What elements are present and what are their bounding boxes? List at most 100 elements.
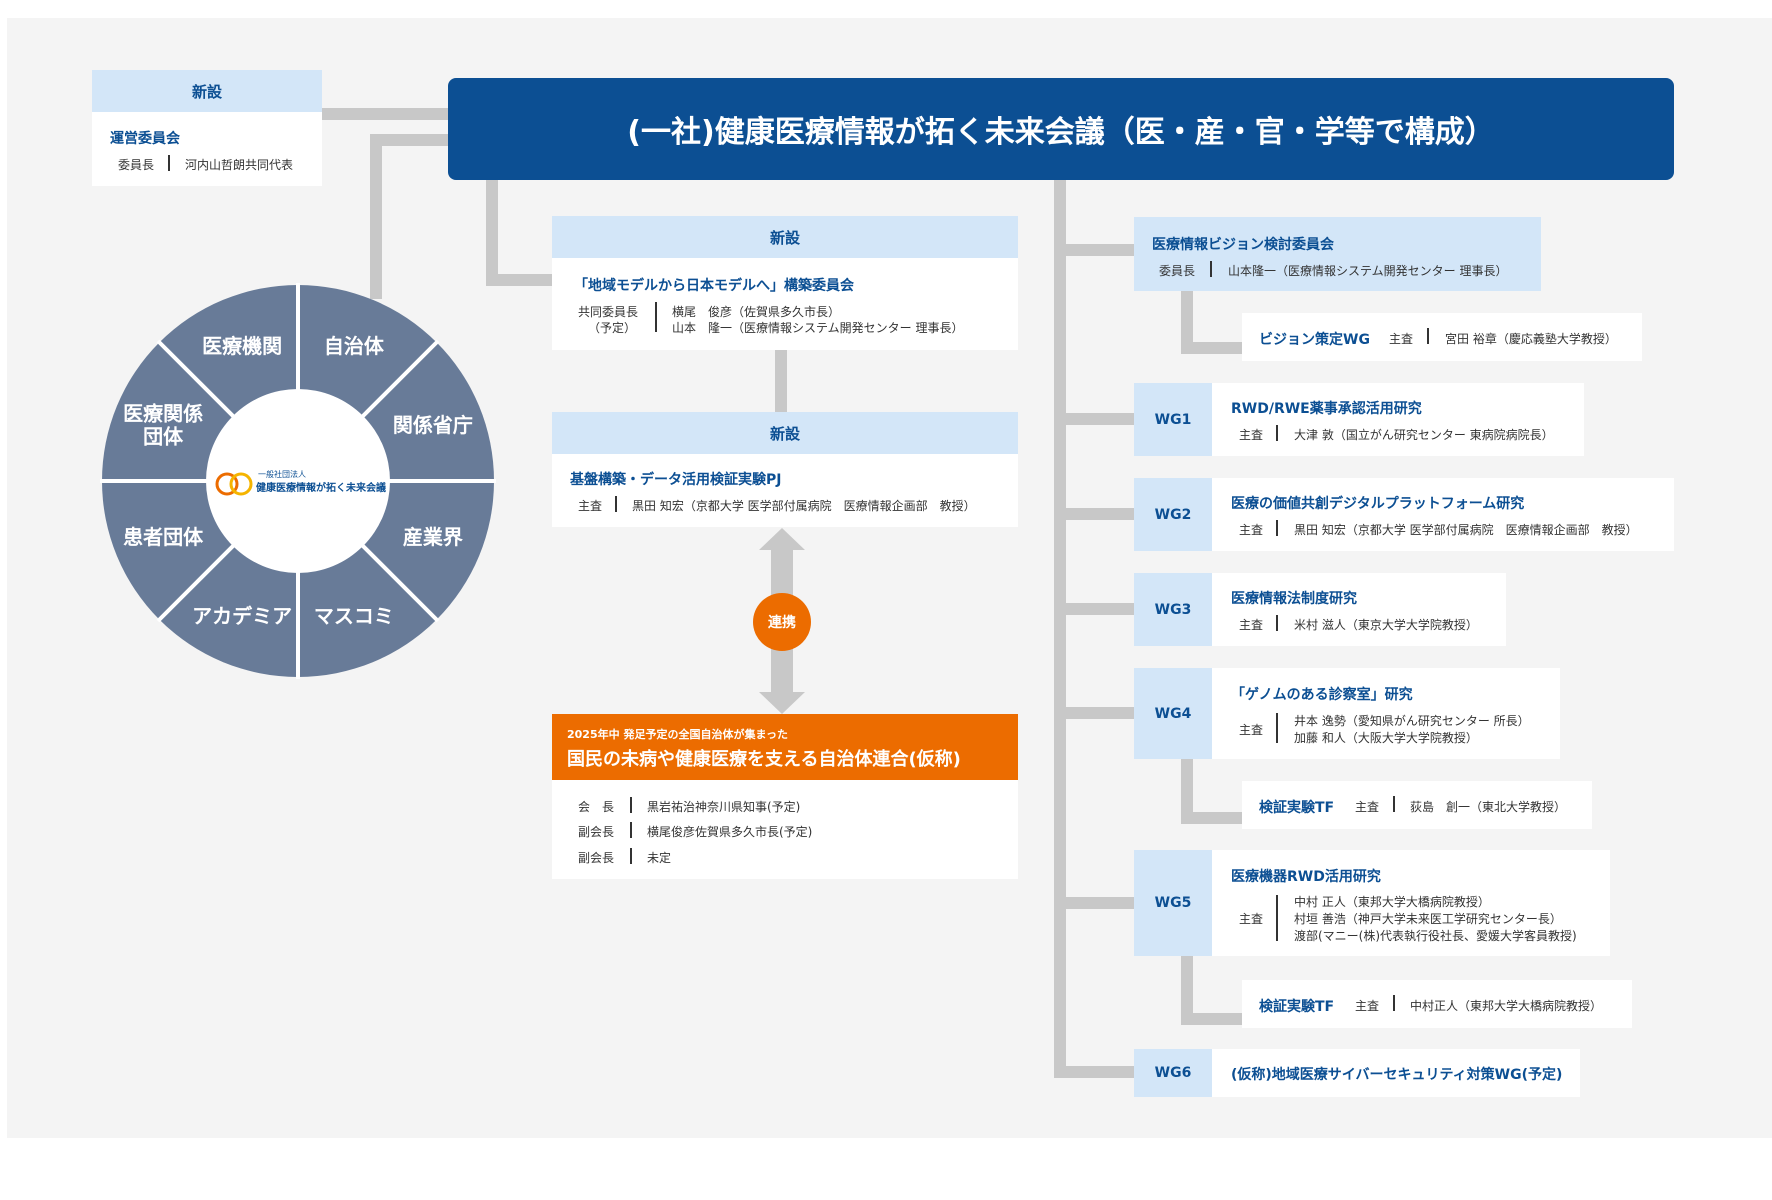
alliance-name: 未定	[647, 851, 672, 865]
unei-name: 河内山哲朗共同代表	[185, 158, 294, 172]
separator	[1276, 615, 1278, 631]
connector	[1181, 1013, 1242, 1025]
vision-committee-card	[1134, 217, 1541, 291]
renkei-label: 連携	[768, 615, 796, 631]
circle-segment-label: 関係省庁	[393, 413, 473, 437]
unei-title: 運営委員会	[110, 131, 180, 147]
wg5-role: 主査	[1239, 912, 1264, 926]
connector	[775, 350, 787, 412]
model-committee-role-note: （予定）	[588, 321, 637, 335]
circle-center	[206, 389, 390, 573]
connector	[486, 178, 498, 286]
wg3-title: 医療情報法制度研究	[1231, 591, 1357, 607]
connector	[486, 274, 552, 286]
wg5-name: 中村 正人（東邦大学大橋病院教授）	[1294, 895, 1490, 909]
wg1-name: 大津 敦（国立がん研究センター 東病院病院長）	[1294, 428, 1554, 442]
logo-small-text: 一般社団法人	[258, 469, 306, 479]
wg4-name: 加藤 和人（大阪大学大学院教授）	[1294, 731, 1478, 745]
alliance-role: 会 長	[578, 800, 615, 814]
vision-wg-role: 主査	[1389, 332, 1414, 346]
wg2-title: 医療の価値共創デジタルプラットフォーム研究	[1231, 496, 1525, 512]
separator	[655, 302, 657, 332]
wg1-title: RWD/RWE薬事承認活用研究	[1231, 401, 1422, 417]
wg2-card	[1134, 478, 1674, 551]
tf5-title: 検証実験TF	[1259, 999, 1335, 1015]
connector	[322, 108, 450, 120]
vision-wg-card	[1242, 313, 1642, 361]
connector	[1181, 812, 1242, 824]
pj-name: 黒田 知宏（京都大学 医学部付属病院 医療情報企画部 教授）	[632, 499, 976, 513]
alliance-subtitle: 2025年中 発足予定の全国自治体が集まった	[567, 728, 789, 741]
wg5-label: WG5	[1134, 850, 1212, 956]
unei-badge: 新設	[92, 70, 322, 112]
connector	[1054, 508, 1134, 520]
tf4-role: 主査	[1355, 800, 1380, 814]
vision-wg-name: 宮田 裕章（慶応義塾大学教授）	[1445, 332, 1617, 346]
connector	[1054, 603, 1134, 615]
alliance-name: 黒岩祐治神奈川県知事(予定)	[647, 800, 801, 814]
circle-segment-label: マスコミ	[314, 604, 394, 628]
alliance-header	[552, 714, 1018, 780]
pj-role: 主査	[578, 499, 603, 513]
wg5-card	[1134, 850, 1610, 956]
wg2-role: 主査	[1239, 523, 1264, 537]
circle-segment-label: 自治体	[324, 334, 385, 358]
model-committee-badge: 新設	[552, 216, 1018, 258]
connector	[1054, 244, 1134, 256]
renkei-badge: 連携	[753, 593, 811, 651]
tf5-card	[1242, 980, 1632, 1028]
connector	[370, 134, 382, 299]
wg5-name: 村垣 善浩（神戸大学未来医工学研究センター長）	[1294, 912, 1562, 926]
connector	[1181, 757, 1193, 824]
tf5-name: 中村正人（東邦大学大橋病院教授）	[1410, 999, 1603, 1013]
wg1-role: 主査	[1239, 428, 1264, 442]
unei-role: 委員長	[118, 158, 155, 172]
alliance-name: 横尾俊彦佐賀県多久市長(予定)	[647, 825, 813, 839]
separator	[1427, 328, 1429, 344]
separator	[1210, 261, 1212, 277]
logo-mark	[215, 472, 253, 496]
circle-segment-label: 医療機関	[202, 334, 282, 358]
wg3-role: 主査	[1239, 618, 1264, 632]
wg1-label: WG1	[1134, 383, 1212, 456]
circle-segment-label: アカデミア	[192, 604, 292, 628]
separator	[630, 797, 632, 813]
main-banner: (一社)健康医療情報が拓く未来会議（医・産・官・学等で構成）	[448, 78, 1674, 180]
tf4-card	[1242, 781, 1592, 829]
separator	[1393, 995, 1395, 1011]
separator	[630, 848, 632, 864]
separator	[1276, 713, 1278, 743]
tf4-title: 検証実験TF	[1259, 800, 1335, 816]
model-committee-member: 山本 隆一（医療情報システム開発センター 理事長）	[672, 321, 964, 335]
wg2-label: WG2	[1134, 478, 1212, 551]
wg4-name: 井本 逸勢（愛知県がん研究センター 所長）	[1294, 714, 1530, 728]
model-committee-title: 「地域モデルから日本モデルへ」構築委員会	[574, 278, 854, 294]
vision-wg-title: ビジョン策定WG	[1259, 332, 1370, 348]
separator	[1276, 425, 1278, 441]
wg6-title: (仮称)地域医療サイバーセキュリティ対策WG(予定)	[1231, 1067, 1563, 1083]
circle-segment-label: 産業界	[403, 525, 463, 549]
tf5-role: 主査	[1355, 999, 1380, 1013]
wg2-name: 黒田 知宏（京都大学 医学部付属病院 医療情報企画部 教授）	[1294, 523, 1638, 537]
tf4-name: 荻島 創一（東北大学教授）	[1410, 800, 1567, 814]
vision-role: 委員長	[1159, 264, 1196, 278]
wg5-title: 医療機器RWD活用研究	[1231, 869, 1381, 885]
main-banner-title: (一社)健康医療情報が拓く未来会議（医・産・官・学等で構成）	[627, 115, 1495, 150]
wg4-label: WG4	[1134, 668, 1212, 759]
vision-title: 医療情報ビジョン検討委員会	[1152, 237, 1334, 253]
connector	[370, 134, 450, 146]
connector	[1054, 413, 1134, 425]
separator	[1276, 895, 1278, 941]
circle-segment-label: 医療関係団体	[123, 402, 203, 449]
wg4-role: 主査	[1239, 723, 1264, 737]
separator	[1276, 520, 1278, 536]
alliance-title: 国民の未病や健康医療を支える自治体連合(仮称)	[567, 749, 961, 770]
connector	[1054, 178, 1066, 1078]
pj-title: 基盤構築・データ活用検証実験PJ	[570, 472, 782, 488]
wg3-label: WG3	[1134, 573, 1212, 646]
vision-name: 山本隆一（医療情報システム開発センター 理事長）	[1228, 264, 1508, 278]
logo-name-text: 健康医療情報が拓く未来会議	[256, 481, 386, 494]
circle-segment-label: 患者団体	[123, 525, 204, 549]
connector	[1181, 290, 1193, 354]
